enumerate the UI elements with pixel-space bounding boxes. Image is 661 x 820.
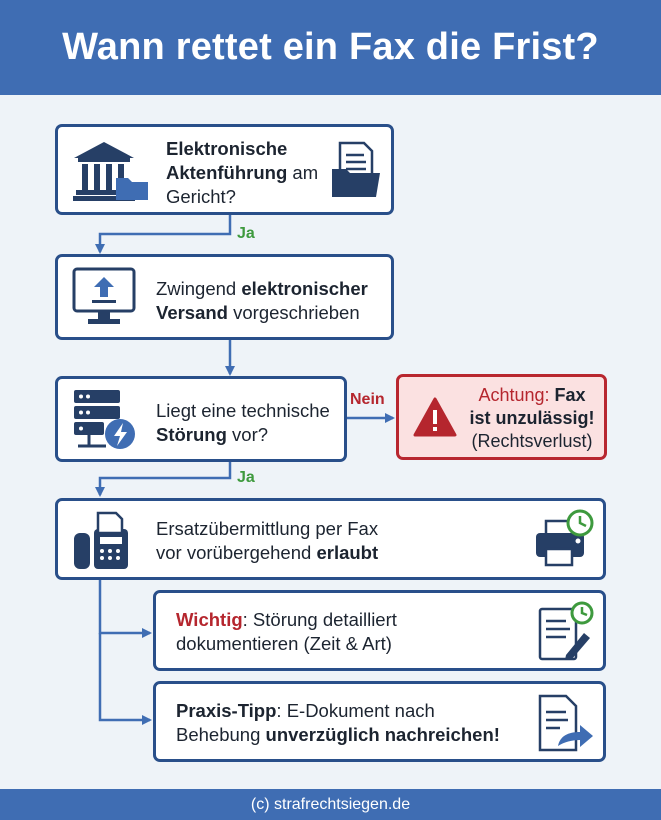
warning-line-3: (Rechtsverlust): [471, 431, 593, 451]
step-practice-tip: Praxis-Tipp: E-Dokument nach Behebung un…: [153, 681, 606, 762]
step-2-bold-1: elektronischer: [241, 278, 368, 299]
step-6-bold-1: Praxis-Tipp: [176, 700, 277, 721]
footer-bar: (c) strafrechtsiegen.de: [0, 789, 661, 820]
step-5-line-2: dokumentieren (Zeit & Art): [176, 633, 392, 654]
step-4-line-1: Ersatzübermittlung per Fax: [156, 518, 379, 539]
computer-upload-icon: [72, 267, 136, 334]
printer-clock-icon: [532, 509, 596, 576]
step-fax-allowed: Ersatzübermittlung per Fax vor vorüberge…: [55, 498, 606, 580]
step-1-bold-2: Aktenführung: [166, 162, 288, 183]
connector-3-4: [95, 460, 232, 497]
warning-bold-1: Fax: [554, 385, 586, 405]
step-3-rest-2: vor?: [226, 424, 269, 445]
label-nein: Nein: [350, 391, 385, 408]
step-3-line-1: Liegt eine technische: [156, 400, 330, 421]
step-6-rest-1: : E-Dokument nach: [276, 700, 435, 721]
step-2-pre-1: Zwingend: [156, 278, 242, 299]
page-title: Wann rettet ein Fax die Frist?: [62, 26, 599, 68]
warning-triangle-icon: [413, 397, 457, 442]
step-2-bold-2: Versand: [156, 302, 228, 323]
footer-copyright: (c) strafrechtsiegen.de: [250, 795, 411, 813]
court-building-icon: [72, 140, 150, 207]
step-5-red-1: Wichtig: [176, 609, 243, 630]
warning-fax-not-allowed: Achtung: Fax ist unzulässig! (Rechtsverl…: [396, 374, 607, 460]
step-5-rest-1: : Störung detailliert: [242, 609, 397, 630]
document-folder-icon: [330, 141, 382, 204]
step-4-bold-2: erlaubt: [316, 542, 379, 563]
header-bar: Wann rettet ein Fax die Frist?: [0, 0, 661, 95]
server-lightning-icon: [72, 388, 138, 457]
document-pen-clock-icon: [536, 601, 596, 668]
connector-4-5: [98, 578, 152, 638]
label-ja-2: Ja: [237, 469, 255, 486]
document-send-icon: [536, 692, 596, 759]
step-6-bold-2: unverzüglich nachreichen!: [265, 724, 500, 745]
step-1-bold-1: Elektronische: [166, 138, 288, 159]
connector-4-6: [98, 633, 152, 725]
step-4-pre-2: vor vorübergehend: [156, 542, 317, 563]
step-electronic-files: Elektronische Aktenführung am Gericht?: [55, 124, 394, 215]
fax-machine-icon: [72, 511, 130, 576]
step-document-failure: Wichtig: Störung detailliert dokumentier…: [153, 590, 606, 671]
step-1-line-3: Gericht?: [166, 186, 236, 207]
step-3-bold-2: Störung: [156, 424, 227, 445]
warning-pre-1: Achtung:: [478, 385, 555, 405]
connector-1-2: [95, 213, 232, 254]
label-ja-1: Ja: [237, 225, 255, 242]
step-6-pre-2: Behebung: [176, 724, 266, 745]
step-2-rest-2: vorgeschrieben: [228, 302, 360, 323]
warning-bold-2: ist unzulässig!: [469, 408, 595, 428]
step-mandatory-electronic: Zwingend elektronischer Versand vorgesch…: [55, 254, 394, 340]
step-technical-failure: Liegt eine technische Störung vor?: [55, 376, 347, 462]
step-1-rest-2: am: [287, 162, 319, 183]
